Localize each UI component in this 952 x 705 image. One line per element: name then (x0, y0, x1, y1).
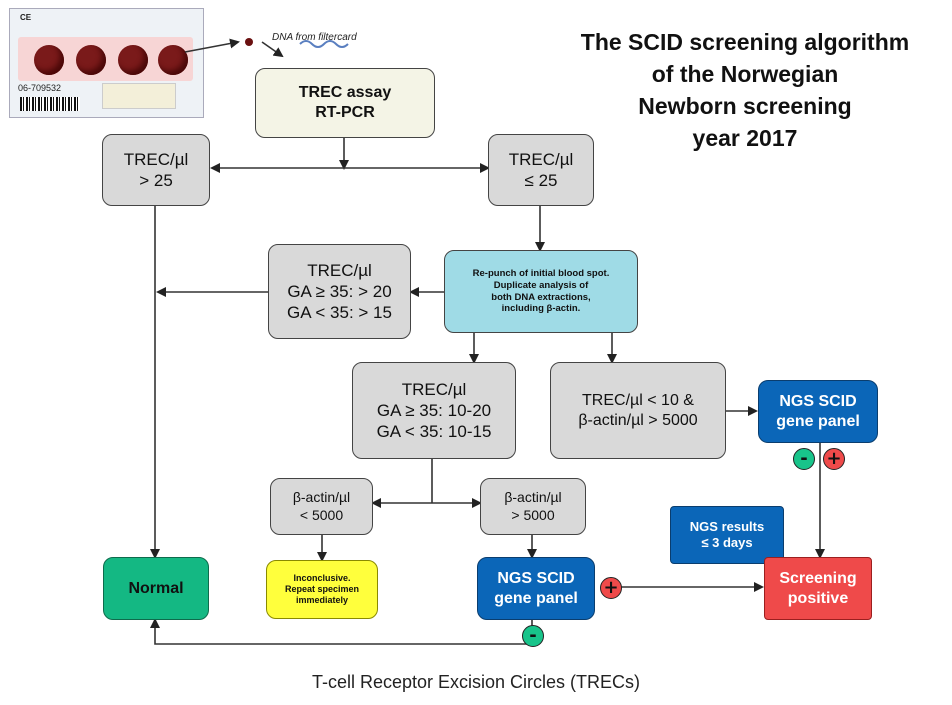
card-ce-mark: CE (20, 13, 32, 22)
dna-label: DNA from filtercard (272, 32, 357, 43)
actin-high-box: β-actin/µl > 5000 (480, 478, 586, 535)
barcode (20, 97, 80, 111)
ngs-results-box: NGS results ≤ 3 days (670, 506, 784, 564)
diagram-title: The SCID screening algorithm of the Norw… (580, 29, 910, 151)
trec-gt25-box: TREC/µl > 25 (102, 134, 210, 206)
trec-high-box: TREC/µl GA ≥ 35: > 20 GA < 35: > 15 (268, 244, 411, 339)
normal-box: Normal (103, 557, 209, 620)
inconclusive-box: Inconclusive. Repeat specimen immediatel… (266, 560, 378, 619)
arrow-ngs-negative-to-normal (150, 618, 533, 645)
card-label-area (102, 83, 176, 109)
trec-le25-box: TREC/µl ≤ 25 (488, 134, 594, 206)
screening-positive-box: Screening positive (764, 557, 872, 620)
repunch-box: Re-punch of initial blood spot. Duplicat… (444, 250, 638, 333)
positive-sign-icon: + (600, 577, 622, 599)
trec-low-box: TREC/µl < 10 & β-actin/µl > 5000 (550, 362, 726, 459)
ngs-panel-bottom: NGS SCID gene panel (477, 557, 595, 620)
positive-sign-icon: + (823, 448, 845, 470)
footer-caption: T-cell Receptor Excision Circles (TRECs) (311, 672, 641, 692)
filter-card-image: CE 06-709532 (9, 8, 204, 118)
dna-dot (245, 38, 253, 46)
blood-spot (158, 45, 188, 75)
arrow-card-to-dna (184, 38, 240, 53)
negative-sign-icon: - (793, 448, 815, 470)
trec-mid-box: TREC/µl GA ≥ 35: 10-20 GA < 35: 10-15 (352, 362, 516, 459)
actin-low-box: β-actin/µl < 5000 (270, 478, 373, 535)
ngs-panel-top: NGS SCID gene panel (758, 380, 878, 443)
dna-helix-icon (299, 40, 349, 48)
arrow-dna-to-assay (261, 41, 284, 58)
negative-sign-icon: - (522, 625, 544, 647)
card-id: 06-709532 (18, 83, 62, 93)
trec-assay-box: TREC assay RT-PCR (255, 68, 435, 138)
blood-spot (76, 45, 106, 75)
blood-spot (118, 45, 148, 75)
blood-spot (34, 45, 64, 75)
